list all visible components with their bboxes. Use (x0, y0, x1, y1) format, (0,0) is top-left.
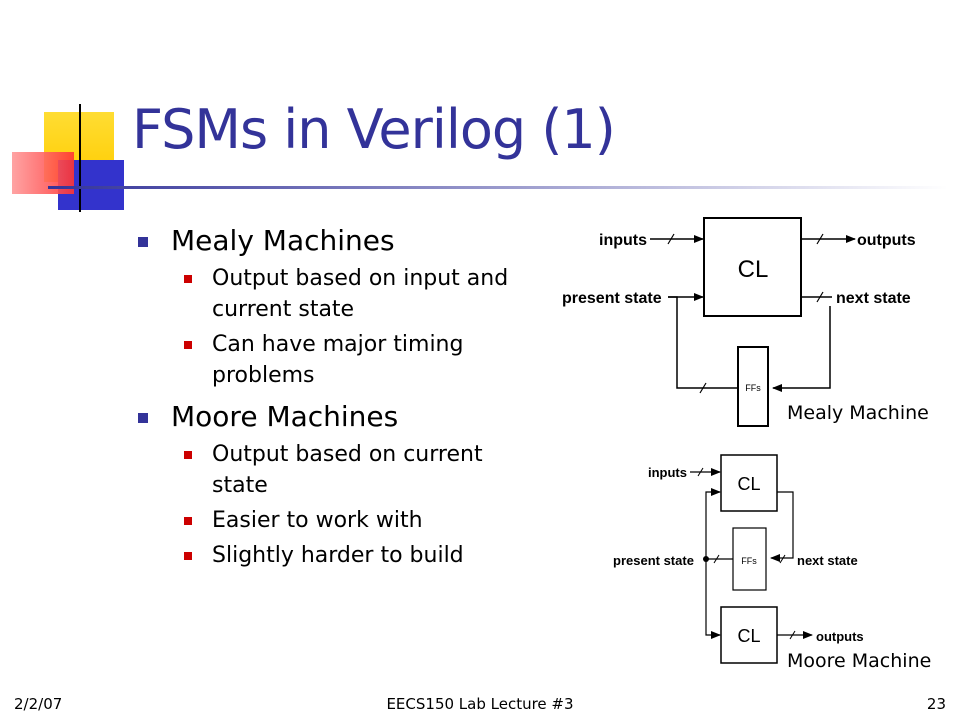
mealy-caption: Mealy Machine (787, 402, 929, 424)
bus-slash (779, 554, 786, 564)
mealy-present-state-label: present state (562, 290, 662, 307)
bullet-moore-label: Moore Machines (171, 400, 399, 433)
moore-ffs-box (732, 527, 767, 591)
moore-outputs-label: outputs (816, 629, 864, 644)
sub-bullet-marker (184, 275, 192, 283)
mealy-next-state-label: next state (836, 290, 911, 307)
mealy-inputs-label: inputs (599, 232, 647, 249)
sub-bullet: Output based on current state (176, 439, 535, 501)
moore-caption: Moore Machine (787, 650, 932, 672)
sub-bullet-marker (184, 552, 192, 560)
sub-bullet: Output based on input and current state (176, 263, 535, 325)
footer-date: 2/2/07 (14, 695, 63, 713)
footer-course: EECS150 Lab Lecture #3 (386, 695, 574, 713)
mealy-ffs-box (737, 346, 769, 427)
sub-bullet-text: Slightly harder to build (212, 543, 464, 568)
sub-bullet: Slightly harder to build (176, 540, 535, 571)
sub-bullet-marker (184, 341, 192, 349)
moore-cl-to-next (770, 491, 794, 562)
mealy-cl-label: CL (738, 256, 769, 283)
moore-cl-top-label: CL (737, 474, 760, 494)
page-title: FSMs in Verilog (1) (132, 98, 616, 161)
sub-bullet-marker (184, 451, 192, 459)
mealy-diagram: CL inputs outputs present state next sta… (562, 217, 916, 427)
moore-inputs-label: inputs (648, 465, 687, 480)
moore-next-state-label: next state (797, 553, 858, 568)
mealy-cl-box (703, 217, 802, 317)
bullet-list: Mealy Machines Output based on input and… (135, 220, 535, 571)
moore-feedback-down (705, 559, 721, 639)
footer-page-number: 23 (926, 695, 946, 713)
bullet-moore: Moore Machines (135, 399, 535, 435)
bus-slash (713, 554, 720, 564)
title-decoration (12, 104, 948, 212)
bullet-marker (138, 413, 148, 423)
sub-bullet-marker (184, 517, 192, 525)
title-underline (48, 186, 948, 189)
bullet-marker (138, 237, 148, 247)
bus-slash (697, 467, 704, 477)
sub-bullet-text: Output based on input and current state (212, 266, 509, 322)
bus-slash (816, 233, 824, 245)
moore-present-state-label: present state (613, 553, 694, 568)
moore-feedback-up (705, 488, 721, 559)
moore-cl-bottom-label: CL (737, 626, 760, 646)
sub-bullet-text: Can have major timing problems (212, 332, 464, 388)
sub-bullet-text: Easier to work with (212, 508, 423, 533)
mealy-feedback-right (772, 306, 831, 392)
sub-bullet: Easier to work with (176, 505, 535, 536)
moore-cl-top-box (720, 454, 778, 512)
mealy-ffs-label: FFs (745, 383, 761, 393)
bus-slash (699, 382, 707, 394)
bus-slash (667, 233, 675, 245)
moore-cl-bottom-box (720, 606, 778, 664)
moore-diagram: CL inputs next state FFs present state C… (613, 454, 864, 664)
bullet-mealy: Mealy Machines (135, 223, 535, 259)
sub-bullet-text: Output based on current state (212, 442, 483, 498)
bus-slash (816, 291, 824, 303)
sub-bullet: Can have major timing problems (176, 329, 535, 391)
moore-ffs-label: FFs (741, 556, 757, 566)
mealy-outputs-label: outputs (857, 232, 916, 249)
mealy-feedback-left (668, 296, 738, 389)
bus-slash (789, 630, 796, 640)
bullet-mealy-label: Mealy Machines (171, 224, 395, 257)
